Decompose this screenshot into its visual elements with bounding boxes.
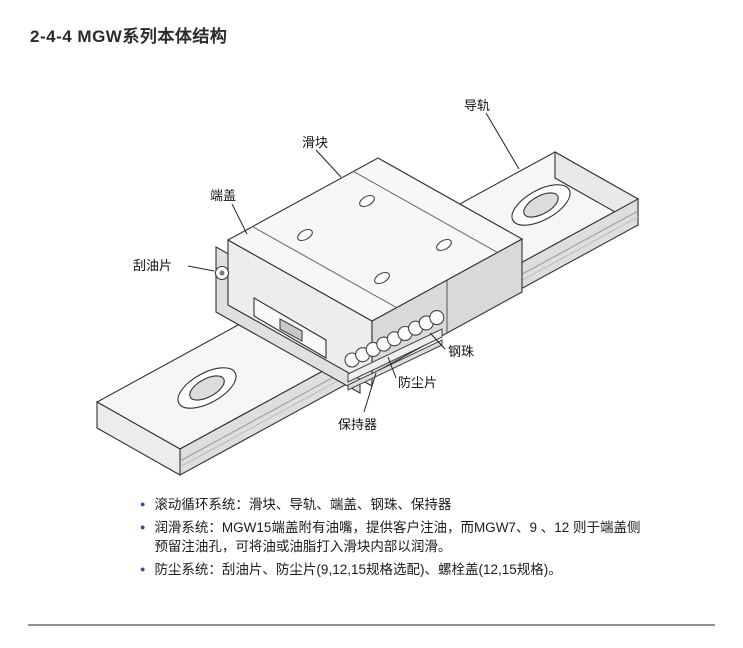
- label-scraper: 刮油片: [133, 258, 173, 273]
- label-retainer: 保持器: [338, 417, 378, 432]
- label-endcap: 端盖: [210, 188, 237, 203]
- note-lubrication-system: ● 润滑系统：MGW15端盖附有油嘴，提供客户注油，而MGW7、9 、12 则于…: [140, 518, 645, 557]
- note-text: 润滑系统：MGW15端盖附有油嘴，提供客户注油，而MGW7、9 、12 则于端盖…: [154, 519, 641, 555]
- label-dust: 防尘片: [398, 375, 438, 390]
- rail-bolt-hole-left: [177, 367, 237, 409]
- label-rail: 导轨: [464, 98, 491, 113]
- page-title: 2-4-4 MGW系列本体结构: [30, 27, 228, 46]
- note-rolling-system: ● 滚动循环系统：滑块、导轨、端盖、钢珠、保持器: [140, 495, 645, 515]
- block-mounting-holes: [297, 194, 452, 285]
- oil-nipple-icon: [214, 265, 230, 281]
- note-text: 防尘系统：刮油片、防尘片(9,12,15规格选配)、螺栓盖(12,15规格)。: [154, 561, 562, 577]
- rail-bolt-hole-right: [511, 184, 571, 226]
- feature-notes: ● 滚动循环系统：滑块、导轨、端盖、钢珠、保持器 ● 润滑系统：MGW15端盖附…: [140, 495, 645, 582]
- retainer-strip: [347, 339, 443, 391]
- bullet-icon: ●: [140, 521, 146, 532]
- label-balls: 钢珠: [448, 344, 475, 359]
- bullet-icon: ●: [140, 563, 146, 574]
- label-block: 滑块: [302, 135, 329, 150]
- steel-balls: [344, 310, 445, 368]
- note-text: 滚动循环系统：滑块、导轨、端盖、钢珠、保持器: [154, 497, 452, 512]
- bottom-divider: [28, 624, 715, 626]
- leader-lines: [187, 112, 520, 413]
- note-dustproof-system: ● 防尘系统：刮油片、防尘片(9,12,15规格选配)、螺栓盖(12,15规格)…: [140, 560, 645, 580]
- block-top-face: [226, 157, 524, 322]
- slider-block: [214, 157, 524, 394]
- dust-strip: [347, 328, 443, 383]
- bullet-icon: ●: [140, 499, 146, 509]
